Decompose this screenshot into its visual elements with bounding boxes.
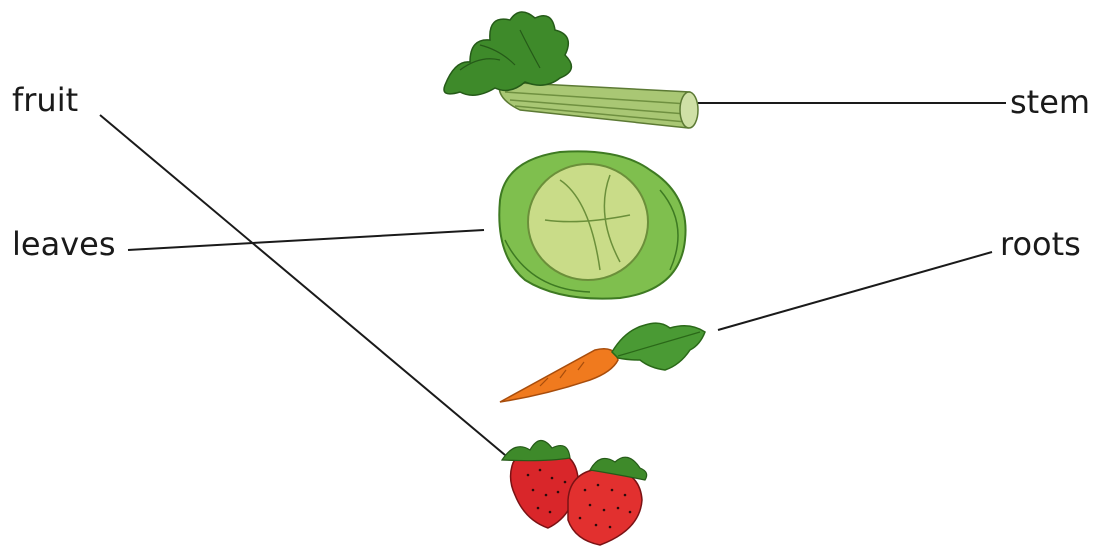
- leaves-label: leaves: [12, 228, 115, 260]
- cabbage-image: [499, 151, 685, 298]
- celery-image: [444, 12, 698, 128]
- strawberries-image: [502, 440, 647, 545]
- carrot-image: [500, 323, 705, 402]
- fruit-label: fruit: [12, 84, 78, 116]
- stem-label: stem: [1010, 86, 1090, 118]
- roots-label: roots: [1000, 228, 1081, 260]
